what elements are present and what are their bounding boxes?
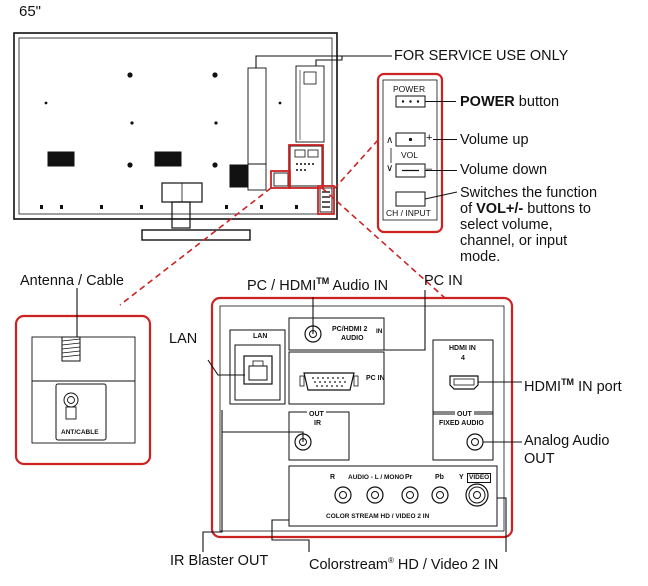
port-pr-text: Pr (405, 474, 413, 481)
switch-bold: VOL+/- (476, 201, 524, 217)
size-label: 65" (19, 3, 42, 20)
port-y-text: Y (459, 474, 464, 481)
switch-line3: select volume, (460, 217, 553, 233)
terminal-highlight (288, 144, 324, 189)
pc-hdmi-audio-b: Audio IN (329, 278, 389, 294)
hdmi-in-port-label: HDMITM IN port (524, 374, 622, 395)
side-minus-text: – (426, 163, 433, 175)
side-plus-text: + (426, 132, 433, 144)
colorstream-label: Colorstream® HD / Video 2 IN (309, 553, 498, 573)
port-r-text: R (330, 474, 336, 481)
lan-label: LAN (169, 331, 198, 347)
pc-in-label: PC IN (424, 273, 463, 289)
analog-line2: OUT (524, 451, 555, 467)
ir-blaster-label: IR Blaster OUT (170, 553, 269, 569)
volume-down-label: Volume down (460, 162, 548, 178)
pc-hdmi-audio-tm: TM (316, 276, 330, 286)
port-pc-hdmi2-in: IN (376, 328, 383, 335)
side-down-arrow: ∨ (386, 163, 394, 174)
antenna-panel (14, 314, 152, 466)
port-fixed-out-text: OUT (455, 411, 474, 419)
port-ir-out-text: OUT (307, 411, 326, 419)
service-label: FOR SERVICE USE ONLY (394, 48, 569, 64)
volume-up-label: Volume up (460, 132, 529, 148)
hdmi-port-b: IN port (574, 379, 622, 395)
power-bold: POWER (460, 94, 515, 110)
antenna-cable-label: Antenna / Cable (20, 273, 124, 289)
switch-function-label: Switches the function of VOL+/- buttons … (460, 185, 597, 265)
side-button-panel (376, 72, 444, 234)
switch-line5: mode. (460, 249, 501, 265)
side-up-arrow: ∧ (386, 135, 394, 146)
side-button-highlight (317, 185, 335, 215)
side-ch-input-text: CH / INPUT (386, 208, 431, 218)
analog-line1: Analog Audio (524, 433, 610, 449)
colorstream-b: HD / Video 2 IN (393, 557, 499, 573)
antenna-highlight (270, 170, 291, 189)
switch-line1: Switches the function (460, 185, 598, 201)
port-pb-text: Pb (435, 474, 444, 481)
switch-line4: channel, or input (460, 233, 568, 249)
port-hdmi-in-text-1: HDMI IN (447, 345, 478, 353)
side-vol-text: VOL (401, 150, 419, 160)
port-color-stream-text: COLOR STREAM HD / VIDEO 2 IN (326, 513, 430, 520)
pc-hdmi-audio-label: PC / HDMITM Audio IN (247, 273, 388, 294)
port-video-text: VIDEO (467, 473, 492, 483)
switch-line2: of VOL+/- buttons to (460, 201, 597, 217)
side-power-text: POWER (393, 84, 426, 94)
port-ir-text: IR (314, 420, 321, 427)
hdmi-port-a: HDMI (524, 379, 562, 395)
port-pc-hdmi2-text-1: PC/HDMI 2 (332, 326, 368, 333)
hdmi-port-tm: TM (561, 377, 575, 387)
analog-audio-out-label: Analog Audio OUT (524, 433, 609, 467)
port-fixed-audio-text: FIXED AUDIO (439, 420, 484, 427)
port-lan-text: LAN (251, 333, 270, 341)
port-pc-hdmi2-text-2: AUDIO (341, 335, 364, 342)
ant-cable-text: ANT/CABLE (61, 429, 99, 436)
port-pc-in-text: PC IN (366, 375, 385, 382)
pc-hdmi-audio-a: PC / HDMI (247, 278, 317, 294)
power-rest: button (514, 94, 560, 110)
port-audio-lmono-text: AUDIO - L / MONO (347, 474, 406, 482)
switch-rest: buttons to (523, 201, 591, 217)
switch-of: of (460, 201, 477, 217)
colorstream-reg: ® (387, 556, 394, 565)
colorstream-a: Colorstream (309, 557, 388, 573)
tv-back (13, 32, 338, 241)
power-button-label: POWER button (460, 94, 559, 110)
port-hdmi-in-text-2: 4 (461, 355, 465, 362)
